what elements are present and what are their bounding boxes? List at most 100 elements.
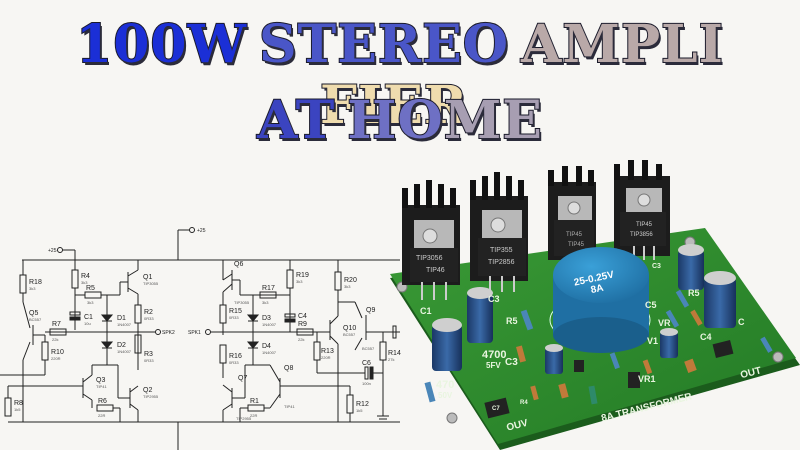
- val-r6: 22R: [98, 413, 105, 418]
- toroidal-transformer: 25-0.25V 8A: [549, 247, 651, 353]
- ref-q3: Q3: [96, 377, 105, 384]
- val-r10: 220R: [51, 356, 61, 361]
- silk-vr: VR: [658, 318, 671, 328]
- val-r17: 3k3: [262, 300, 269, 305]
- val-d1: 1N4007: [117, 322, 132, 327]
- speaker-label-2: SPK2: [162, 330, 175, 336]
- heatsink-1: TIP3056 TIP46: [402, 180, 460, 300]
- silk-v1: V1: [647, 336, 658, 346]
- val-q5: BC557: [29, 317, 42, 322]
- ref-d4: D4: [262, 343, 271, 350]
- val-r15: 0R33: [229, 315, 239, 320]
- transistor-1-label-1: TIP3056: [416, 255, 443, 262]
- ref-r12: R12: [356, 401, 369, 408]
- ref-q2: Q2: [143, 387, 152, 394]
- capacitor-small-1: [545, 344, 563, 374]
- speaker-label-1: SPK1: [188, 330, 201, 336]
- val-d3: 1N4007: [262, 322, 277, 327]
- val-r14: 27k: [388, 357, 394, 362]
- ref-r19: R19: [296, 272, 309, 279]
- val-q7: TIP2955: [236, 416, 252, 421]
- capacitor-right-2: [704, 271, 736, 328]
- ref-q6: Q6: [234, 261, 243, 268]
- silk-cap-470-rating: 50V: [438, 391, 453, 400]
- val-r7: 22k: [52, 337, 58, 342]
- ref-r3: R3: [144, 351, 153, 358]
- val-d4: 1N4007: [262, 350, 277, 355]
- ref-r15: R15: [229, 308, 242, 315]
- val-q8: TIP41: [284, 404, 295, 409]
- pcb-render: TIP3056 TIP46 TIP355 TIP2856 TIP45 TIP45…: [390, 160, 800, 450]
- ref-r8: R8: [14, 400, 23, 407]
- val-q1: TIP3055: [143, 281, 159, 286]
- ref-r17: R17: [262, 285, 275, 292]
- silk-c1: C1: [420, 306, 432, 316]
- ref-d1: D1: [117, 315, 126, 322]
- val-r5: 3k3: [87, 300, 94, 305]
- val-r18: 3k3: [29, 286, 36, 291]
- val-r13: 220R: [321, 355, 331, 360]
- capacitor-4700uf: [467, 287, 493, 343]
- val-r2: 0R33: [144, 316, 154, 321]
- ref-r2: R2: [144, 309, 153, 316]
- silk-c4: C4: [700, 332, 712, 342]
- ref-r16: R16: [229, 353, 242, 360]
- supply-label-right: +25: [197, 228, 206, 234]
- ref-q5: Q5: [29, 310, 38, 317]
- val-q2: TIP2955: [143, 394, 159, 399]
- heatsink-4: TIP45 TIP3856: [614, 160, 670, 260]
- transistor-4-label-2: TIP3856: [630, 232, 653, 238]
- silk-c7: C7: [492, 406, 500, 412]
- ref-q1: Q1: [143, 274, 152, 281]
- transistor-2-label-1: TIP355: [490, 247, 513, 254]
- ref-r14: R14: [388, 350, 401, 357]
- silk-c5: C5: [645, 300, 657, 310]
- silk-cap-4700-value: 4700: [482, 349, 506, 361]
- val-r12: 1k5: [356, 408, 363, 413]
- val-r3: 0R33: [144, 358, 154, 363]
- ref-q10: Q10: [343, 325, 356, 332]
- heatsink-3: TIP45 TIP45: [548, 166, 596, 260]
- ref-c1: C1: [84, 314, 93, 321]
- ref-q7: Q7: [238, 375, 247, 382]
- val-r19: 3k3: [296, 279, 303, 284]
- ref-q8: Q8: [284, 365, 293, 372]
- silk-cap-4700-rating: 5FV: [486, 361, 501, 370]
- ref-d2: D2: [117, 342, 126, 349]
- silk-c: C: [738, 317, 745, 327]
- ref-r6: R6: [98, 398, 107, 405]
- silk-out: OUT: [739, 365, 762, 381]
- ref-r5: R5: [86, 285, 95, 292]
- silk-vr1: VR1: [638, 374, 656, 384]
- val-r16: 0R33: [229, 360, 239, 365]
- val-q9: BC557: [362, 346, 375, 351]
- transistor-1-label-2: TIP46: [426, 267, 445, 274]
- title-word-fier: FIER: [319, 74, 469, 137]
- ref-r7: R7: [52, 321, 61, 328]
- val-q10: BC557: [343, 332, 356, 337]
- silk-r5-left: R5: [506, 316, 518, 326]
- ref-r9: R9: [298, 321, 307, 328]
- val-d2: 1N4007: [117, 349, 132, 354]
- val-q3: TIP41: [96, 384, 107, 389]
- capacitor-right-3: [660, 328, 678, 358]
- ref-c4: C4: [298, 313, 307, 320]
- silk-r5-right: R5: [688, 288, 700, 298]
- val-r9: 22k: [298, 337, 304, 342]
- title-word-ho: HO: [346, 89, 444, 152]
- title-word-ampli: AMPLI: [520, 13, 724, 76]
- transistor-3-label-1: TIP45: [566, 232, 583, 238]
- ref-q9: Q9: [366, 307, 375, 314]
- val-c6: 100n: [362, 381, 371, 386]
- val-c1: 10u: [84, 321, 91, 326]
- supply-label-left: +25: [48, 248, 57, 254]
- ref-r1: R1: [250, 398, 259, 405]
- ref-d3: D3: [262, 315, 271, 322]
- transformer-label-current: 8A: [590, 283, 605, 296]
- transistor-4-label-1: TIP45: [636, 222, 653, 228]
- title-word-100w: 100W: [75, 13, 247, 76]
- title-word-at: AT: [256, 89, 336, 152]
- heatsink-2: TIP355 TIP2856: [470, 172, 528, 292]
